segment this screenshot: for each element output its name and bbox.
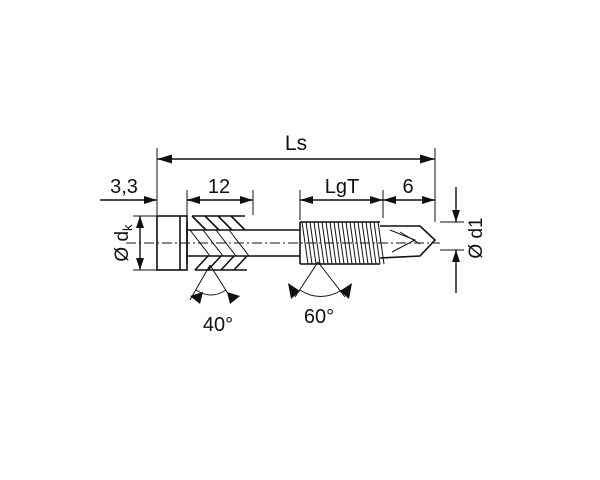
upper-thread-length-label: 12 [208, 176, 230, 198]
head-diameter-label: Ø dk [112, 224, 135, 262]
drill-diameter-label: Ø d1 [466, 217, 487, 258]
head-height-dimension: 3,3 [100, 176, 200, 215]
screw-body [126, 215, 440, 271]
head-diameter-subscript: k [120, 224, 135, 231]
head-height-label: 3,3 [110, 176, 138, 198]
upper-thread-angle-label: 40° [203, 314, 233, 336]
drill-diameter-dimension: Ø d1 [440, 187, 487, 293]
drill-tip [379, 225, 437, 259]
thread-length-dimension: LgT [299, 176, 384, 220]
upper-thread-length-dimension: 12 [187, 176, 254, 215]
lower-thread-angle: 60° [288, 261, 352, 328]
overall-length-label: Ls [285, 132, 307, 155]
drill-tip-length-dimension: 6 [383, 176, 435, 204]
thread-crest [301, 221, 309, 265]
thread-crest [337, 221, 345, 265]
thread-length-label: LgT [325, 176, 359, 198]
head-diameter-dimension: Ø dk [112, 215, 157, 271]
lower-thread-angle-label: 60° [304, 306, 334, 328]
thread-crest [349, 221, 357, 265]
head-diameter-prefix: Ø d [112, 231, 133, 262]
thread-crest [373, 221, 381, 265]
upper-thread-angle: 40° [189, 264, 240, 336]
overall-length-dimension: Ls [156, 132, 436, 222]
thread-crest [313, 221, 321, 265]
drill-tip-length-label: 6 [402, 176, 413, 198]
